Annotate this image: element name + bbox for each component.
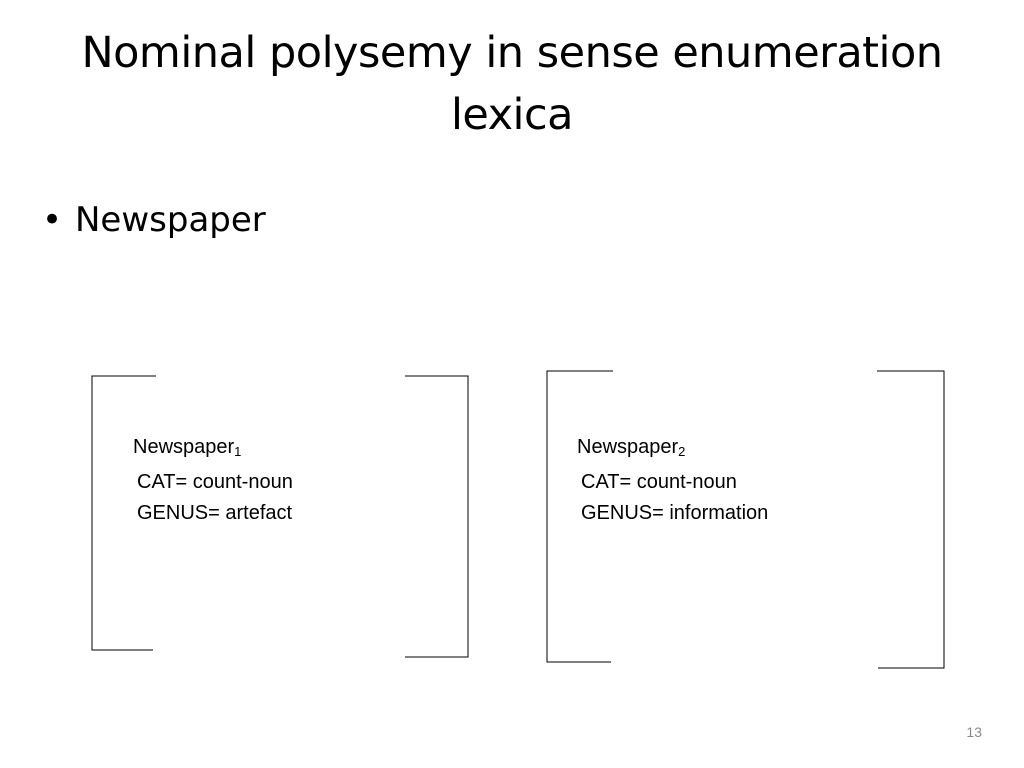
entry-2-right-bracket: [877, 370, 945, 669]
bullet-text: Newspaper: [75, 200, 266, 240]
entry-2-subscript: 2: [678, 444, 686, 459]
bullet-marker: •: [42, 200, 63, 240]
entry-1-right-bracket: [405, 375, 469, 658]
entry-2-cat: CAT= count-noun: [581, 471, 737, 493]
entry-2-head: Newspaper: [577, 436, 679, 458]
slide-title-line-1: Nominal polysemy in sense enumeration: [81, 28, 943, 78]
entry-1-genus: GENUS= artefact: [137, 502, 293, 524]
lexical-entry-1: Newspaper1 CAT= count-noun GENUS= artefa…: [133, 432, 293, 529]
entry-2-heading: Newspaper2: [577, 432, 768, 467]
entry-1-cat: CAT= count-noun: [137, 471, 293, 493]
slide-title: Nominal polysemy in sense enumeration le…: [20, 22, 1004, 146]
entry-1-heading: Newspaper1: [133, 432, 293, 467]
bullet-item: • Newspaper: [42, 196, 266, 244]
slide-title-line-2: lexica: [450, 90, 574, 140]
entry-2-left-bracket: [546, 370, 613, 663]
entry-1-subscript: 1: [234, 444, 242, 459]
entry-2-genus: GENUS= information: [581, 502, 769, 524]
entry-1-head: Newspaper: [133, 436, 235, 458]
entry-1-left-bracket: [91, 375, 156, 651]
slide-number: 13: [966, 724, 982, 740]
lexical-entry-2: Newspaper2 CAT= count-noun GENUS= inform…: [577, 432, 768, 529]
